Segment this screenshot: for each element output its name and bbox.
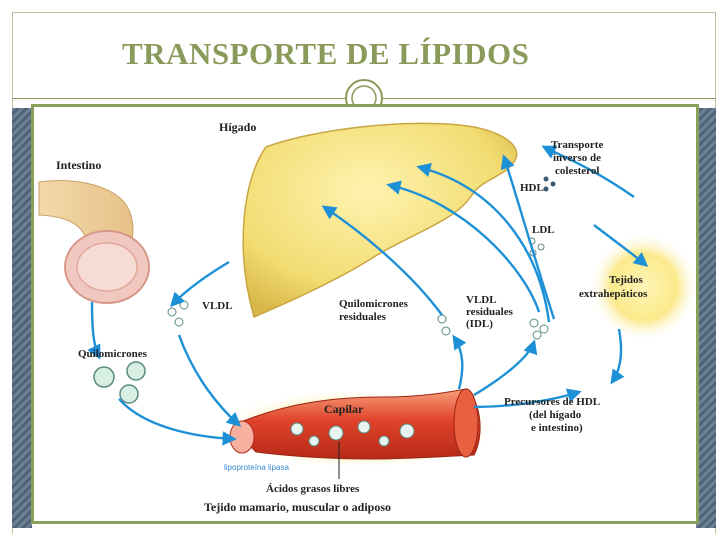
label-tejidos-2: extrahepáticos	[579, 288, 648, 300]
label-ldl: LDL	[532, 224, 555, 236]
label-tejidos-1: Tejidos	[609, 274, 644, 286]
flow-arrows	[87, 145, 649, 446]
slide-title: TRANSPORTE DE LÍPIDOS	[122, 36, 530, 71]
capillary-right-opening	[453, 388, 479, 458]
intestine-lumen	[76, 242, 138, 292]
label-quilomicrones: Quilomicrones	[78, 348, 148, 360]
frame-top-line	[12, 12, 716, 13]
label-tejido-mamario: Tejido mamario, muscular o adiposo	[204, 500, 391, 514]
capillary-particles	[290, 420, 415, 447]
right-decor-band	[696, 108, 716, 528]
label-transporte-3: colesterol	[555, 165, 599, 177]
label-vldl-residuales-3: (IDL)	[466, 318, 493, 330]
residual-particles	[437, 176, 556, 340]
label-vldl-residuales-2: residuales	[466, 306, 514, 318]
label-precursores-2: (del hígado	[529, 409, 582, 421]
lipid-transport-diagram: Hígado Intestino Transporte inverso de c…	[38, 120, 696, 514]
label-higado: Hígado	[219, 120, 256, 134]
label-vldl: VLDL	[202, 300, 233, 312]
label-transporte-2: inverso de	[553, 152, 601, 164]
capillary-vessel	[233, 388, 481, 460]
label-acidos: Ácidos grasos libres	[266, 483, 360, 495]
chylomicron-particles	[93, 361, 146, 404]
vldl-particles	[167, 300, 189, 327]
label-vldl-residuales-1: VLDL	[466, 294, 497, 306]
label-quilo-residuales-1: Quilomicrones	[339, 298, 409, 310]
label-precursores-1: Precursores de HDL	[504, 396, 600, 408]
label-precursores-3: e intestino)	[531, 422, 583, 434]
label-quilo-residuales-2: residuales	[339, 311, 387, 323]
label-transporte-1: Transporte	[551, 139, 603, 151]
label-capilar: Capilar	[324, 402, 364, 416]
diagram-panel: Hígado Intestino Transporte inverso de c…	[31, 104, 699, 524]
title-divider	[12, 98, 716, 99]
label-lipoproteina: lipoproteína lipasa	[224, 463, 289, 472]
extrahepatic-tissue	[589, 232, 696, 342]
label-intestino: Intestino	[56, 158, 101, 172]
label-hdl: HDL	[520, 182, 544, 194]
liver-shape	[242, 122, 518, 319]
capillary-left-opening	[229, 420, 255, 454]
left-decor-band	[12, 108, 32, 528]
